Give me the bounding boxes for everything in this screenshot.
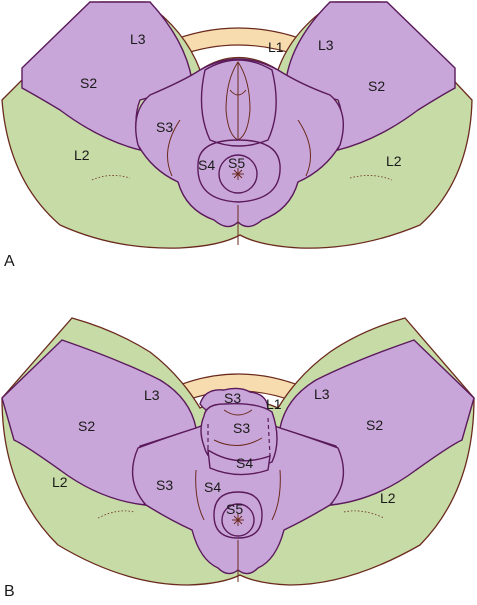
panel-label-b: B (4, 583, 15, 600)
label-s2-left-b: S2 (78, 418, 95, 434)
thigh-dotted-left-b (97, 510, 135, 519)
panel-label-a: A (4, 253, 15, 270)
label-l3-right-b: L3 (314, 386, 330, 402)
label-s5-b: S5 (226, 501, 243, 517)
panel-b: S3 L1 L3 L3 S2 S3 S2 S4 S3 S4 L2 S5 L2 (1, 317, 475, 586)
label-l2-right-b: L2 (380, 490, 396, 506)
label-s4-lower-b: S4 (204, 479, 221, 495)
gluteal-cleft-b (195, 469, 281, 582)
panel-a: L3 L1 L3 S2 S2 S3 L2 L2 S4 S5 (1, 1, 473, 249)
s2-region-right-b (279, 339, 475, 506)
s4-ring-a (197, 139, 281, 203)
label-s3-left-b: S3 (156, 477, 173, 493)
s5-circle-a (218, 154, 258, 194)
gluteal-cleft-a (167, 119, 311, 245)
anus-mark-b (232, 514, 244, 526)
s4-ring-b (213, 491, 263, 539)
label-s5-a: S5 (228, 155, 245, 171)
thigh-dotted-left-a (91, 175, 131, 181)
thigh-dotted-right-a (349, 175, 393, 181)
label-s3-mid-b: S3 (233, 420, 250, 436)
label-s4-center-b: S4 (236, 455, 253, 471)
genital-detail-b (213, 409, 263, 446)
label-l3-right-a: L3 (318, 37, 334, 53)
label-l3-left-b: L3 (144, 387, 160, 403)
scrotum-s3-body-b (200, 402, 278, 470)
label-l1-a: L1 (268, 39, 284, 55)
anus-mark-a (232, 168, 244, 180)
label-s4-a: S4 (198, 157, 215, 173)
label-l3-left-a: L3 (130, 31, 146, 47)
s5-circle-b (221, 503, 255, 537)
label-l2-left-a: L2 (74, 147, 90, 163)
label-s3-top-b: S3 (224, 390, 241, 406)
s2-region-left-b (1, 339, 197, 506)
label-s2-right-a: S2 (368, 78, 385, 94)
l1-oval-a (200, 59, 277, 147)
label-l2-left-b: L2 (52, 474, 68, 490)
label-s2-right-b: S2 (366, 417, 383, 433)
label-l1-b: L1 (266, 396, 282, 412)
label-s2-left-a: S2 (80, 75, 97, 91)
label-l2-right-a: L2 (386, 153, 402, 169)
label-s3-a: S3 (156, 119, 173, 135)
s4-band-b (207, 448, 271, 476)
scrotum-dashed-right-b (267, 417, 271, 457)
